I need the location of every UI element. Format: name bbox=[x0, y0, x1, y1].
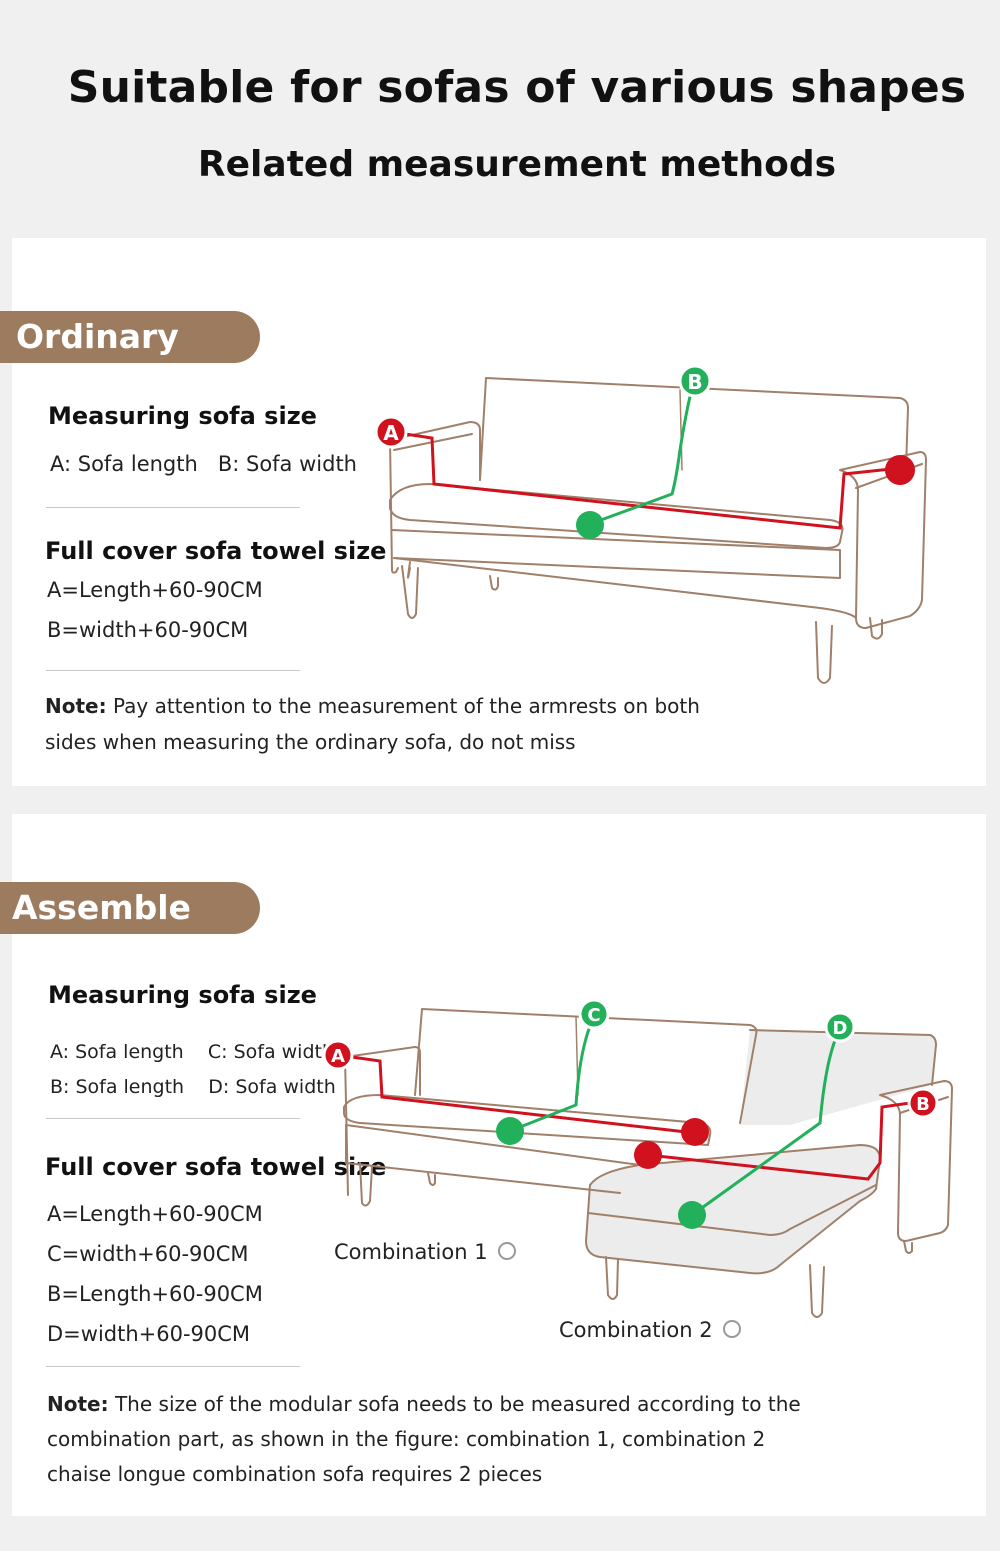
page-title: Suitable for sofas of various shapes bbox=[67, 62, 967, 113]
svg-text:C: C bbox=[587, 1005, 600, 1026]
assemble-measuring-row-1: A: Sofa length C: Sofa width bbox=[50, 1041, 335, 1063]
divider bbox=[46, 670, 300, 671]
formula-a: A=Length+60-90CM bbox=[47, 1202, 263, 1226]
page-subtitle: Related measurement methods bbox=[197, 144, 837, 185]
assemble-sofa-badge: Assemble sofa bbox=[0, 882, 260, 979]
ordinary-measuring-text: A: Sofa length B: Sofa width bbox=[50, 452, 357, 476]
note-label: Note: bbox=[45, 694, 107, 718]
marker-a: A bbox=[374, 415, 408, 449]
marker-b: B bbox=[678, 364, 712, 398]
marker-d: D bbox=[824, 1011, 856, 1043]
formula-b: B=width+60-90CM bbox=[47, 618, 249, 642]
ordinary-sofa-illustration: A B bbox=[374, 364, 927, 684]
combination-1-label: Combination 1 bbox=[334, 1240, 516, 1264]
combination-2-label: Combination 2 bbox=[559, 1318, 741, 1342]
marker-b: B bbox=[907, 1087, 939, 1119]
combination-1-text: Combination 1 bbox=[334, 1240, 488, 1264]
assemble-sofa-illustration: A C D B bbox=[322, 998, 953, 1318]
divider bbox=[46, 1366, 300, 1367]
divider bbox=[46, 1118, 300, 1119]
formula-b: B=Length+60-90CM bbox=[47, 1282, 263, 1306]
note-line-2: sides when measuring the ordinary sofa, … bbox=[45, 730, 576, 754]
formula-d: D=width+60-90CM bbox=[47, 1322, 251, 1346]
note-line-1: The size of the modular sofa needs to be… bbox=[108, 1392, 801, 1416]
note-line-3: chaise longue combination sofa requires … bbox=[47, 1462, 543, 1486]
assemble-cover-heading: Full cover sofa towel size bbox=[45, 1153, 387, 1181]
assemble-measuring-heading: Measuring sofa size bbox=[48, 981, 317, 1009]
svg-text:B: B bbox=[687, 370, 702, 394]
formula-c: C=width+60-90CM bbox=[47, 1242, 249, 1266]
formula-a: A=Length+60-90CM bbox=[47, 578, 263, 602]
assemble-note: Note: The size of the modular sofa needs… bbox=[47, 1387, 807, 1492]
note-line-2: combination part, as shown in the figure… bbox=[47, 1427, 766, 1451]
marker-a: A bbox=[322, 1039, 354, 1071]
svg-text:D: D bbox=[833, 1018, 848, 1039]
ordinary-note: Note: Pay attention to the measurement o… bbox=[45, 688, 765, 760]
svg-text:B: B bbox=[916, 1094, 930, 1115]
ordinary-cover-heading: Full cover sofa towel size bbox=[45, 537, 387, 565]
divider bbox=[46, 507, 300, 508]
combination-1-radio-icon bbox=[497, 1242, 516, 1260]
marker-c: C bbox=[578, 998, 610, 1030]
svg-text:A: A bbox=[383, 421, 399, 445]
ordinary-sofa-badge: Ordinary sofa bbox=[0, 311, 260, 408]
ordinary-measuring-heading: Measuring sofa size bbox=[48, 402, 317, 430]
assemble-measuring-row-2: B: Sofa length D: Sofa width bbox=[50, 1076, 336, 1098]
note-line-1: Pay attention to the measurement of the … bbox=[106, 694, 700, 718]
combination-2-radio-icon bbox=[722, 1320, 741, 1338]
note-label: Note: bbox=[47, 1392, 109, 1416]
svg-text:A: A bbox=[331, 1046, 345, 1067]
combination-2-text: Combination 2 bbox=[559, 1318, 713, 1342]
